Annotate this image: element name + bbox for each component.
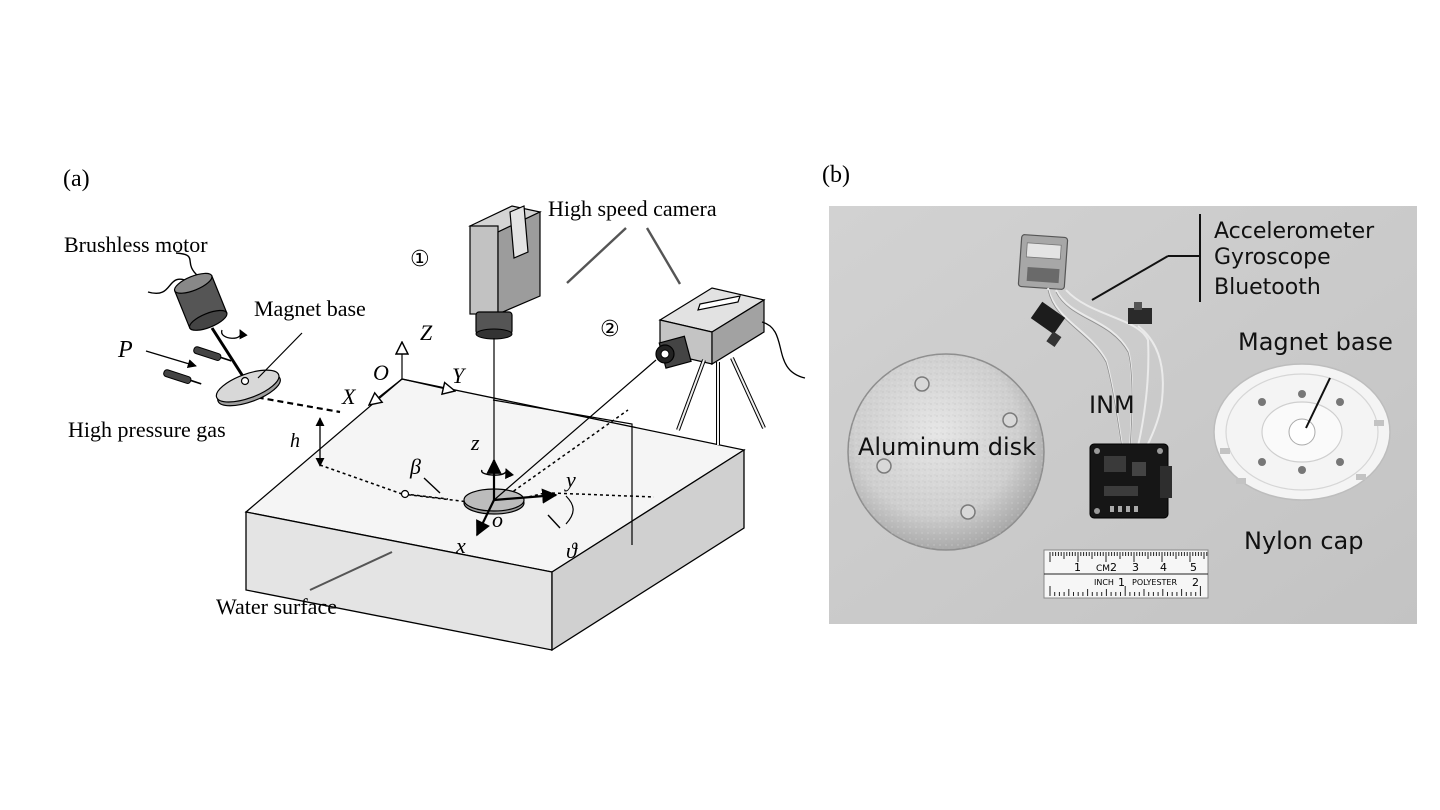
cap-hole — [1298, 390, 1306, 398]
camera-leader-1 — [566, 227, 627, 284]
height-h-label: h — [290, 430, 300, 452]
ruler-cm-number: 2 — [1110, 561, 1117, 574]
magnet-base-leader — [1305, 377, 1331, 429]
water-surface-leader — [309, 551, 393, 591]
reference-plane — [492, 399, 633, 545]
aluminum-disk-label: Aluminum disk — [858, 433, 1036, 461]
disk-hole — [960, 504, 976, 520]
magnet-base-label-a: Magnet base — [254, 296, 366, 321]
cap-hole — [1258, 398, 1266, 406]
side-camera — [493, 287, 806, 501]
high-speed-camera-label: High speed camera — [548, 196, 717, 221]
panel-b-label: (b) — [822, 162, 850, 188]
ruler-cm-number: 5 — [1190, 561, 1197, 574]
aluminum-disk — [847, 353, 1045, 551]
ruler-cm-number: 1 — [1074, 561, 1081, 574]
water-surface-label: Water surface — [216, 594, 337, 619]
battery-pack — [1017, 234, 1069, 290]
trajectory-origin-point — [400, 489, 410, 499]
axis-z-label: z — [470, 430, 480, 455]
cap-hole — [1258, 458, 1266, 466]
angle-theta: ϑ — [547, 495, 578, 563]
sensor-leader — [1091, 255, 1169, 301]
high-pressure-gas-label: High pressure gas — [68, 417, 226, 442]
disk-hole — [914, 376, 930, 392]
water-tank-side — [551, 448, 745, 652]
axis-y-label: y — [564, 467, 576, 492]
panel-b: (b) Aluminum disk — [822, 162, 1417, 624]
ruler-brand: POLYESTER — [1132, 578, 1177, 587]
ruler-inch-label: INCH — [1094, 578, 1114, 587]
disk-hole — [1002, 412, 1018, 428]
ruler-cm-label: CM — [1096, 564, 1110, 574]
height-indicator: h — [290, 417, 325, 467]
angle-theta-label: ϑ — [566, 538, 578, 563]
angle-beta: β — [409, 454, 441, 494]
camera-1-label: ① — [410, 247, 430, 272]
cap-hole — [1336, 458, 1344, 466]
ruler-inch-number: 1 — [1118, 576, 1125, 589]
axis-Z-label: Z — [420, 320, 433, 345]
camera-2-label: ② — [600, 317, 620, 342]
axis-O-label: O — [373, 360, 389, 385]
inm-board — [1089, 443, 1172, 519]
axis-x-label: x — [455, 533, 466, 558]
axis-o-label: o — [492, 507, 503, 532]
ruler-ticks — [1049, 552, 1208, 596]
angle-beta-label: β — [409, 454, 421, 479]
accelerometer-label: Accelerometer — [1214, 219, 1375, 244]
pressure-P-label: P — [117, 337, 133, 363]
gyroscope-label: Gyroscope — [1214, 245, 1331, 270]
inm-label: INM — [1089, 391, 1135, 419]
nylon-cap — [1213, 363, 1391, 501]
power-switch — [1128, 302, 1152, 324]
camera-leader-2 — [645, 227, 682, 285]
top-camera — [468, 205, 542, 470]
global-axes: Z O Y X — [341, 320, 467, 409]
connector-plug — [1030, 301, 1066, 348]
disk-hole — [876, 458, 892, 474]
ruler-cm-number: 4 — [1160, 561, 1167, 574]
wires-shadow — [1047, 289, 1133, 449]
magnet-base-disc — [1288, 418, 1316, 446]
cap-hole — [1298, 466, 1306, 474]
brushless-motor: P — [117, 252, 303, 407]
brushless-motor-label: Brushless motor — [64, 232, 208, 257]
ruler: 1 CM 2 3 4 5 INCH 1 POLYESTER 2 — [1043, 549, 1209, 599]
cap-hole — [1336, 398, 1344, 406]
magnet-base-label-b: Magnet base — [1238, 328, 1393, 356]
panel-a-label: (a) — [63, 166, 90, 192]
axis-Y-label: Y — [452, 363, 467, 388]
axis-X-label: X — [341, 384, 357, 409]
nylon-cap-label: Nylon cap — [1244, 527, 1363, 555]
bluetooth-label: Bluetooth — [1214, 275, 1321, 300]
ruler-cm-number: 3 — [1132, 561, 1139, 574]
panel-a: (a) Z O Y X — [63, 166, 806, 652]
ruler-inch-number: 2 — [1192, 576, 1199, 589]
